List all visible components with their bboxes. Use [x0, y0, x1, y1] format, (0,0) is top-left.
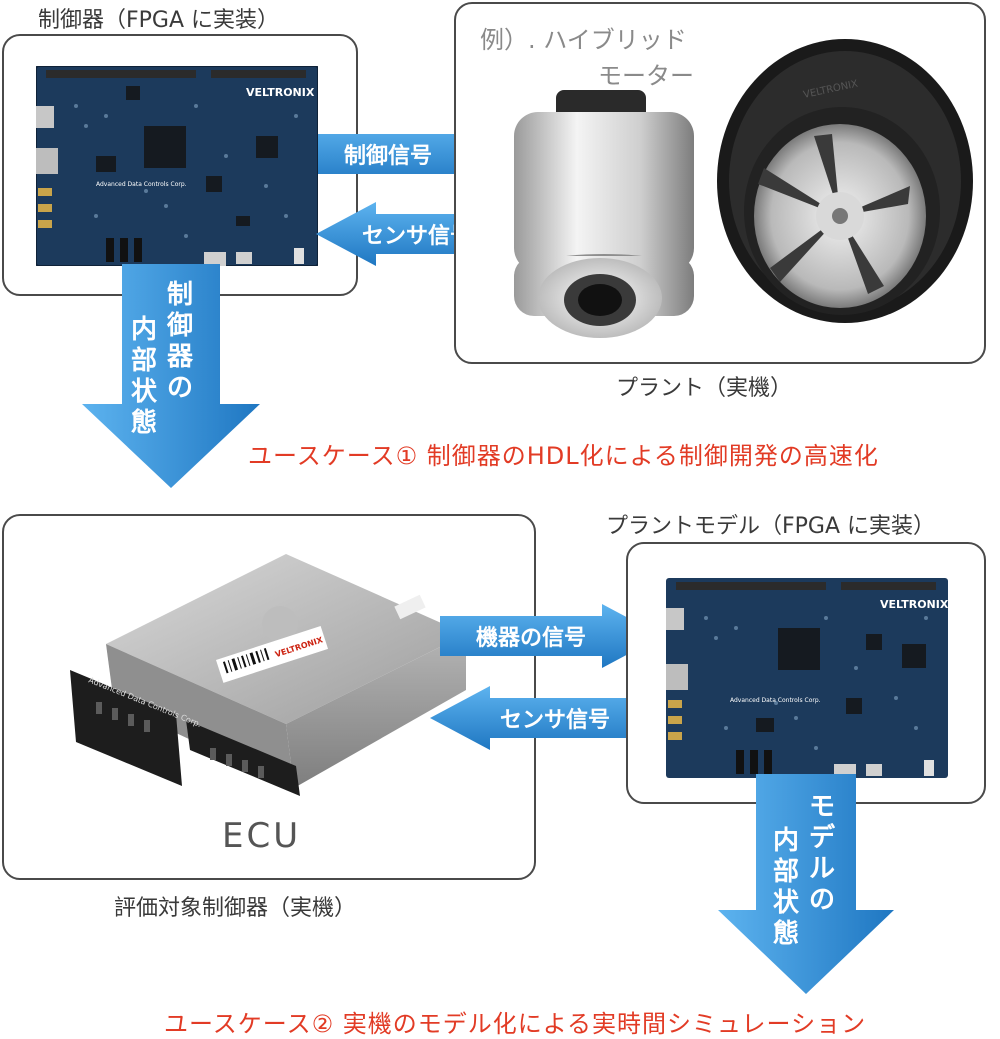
plant-model-title: プラントモデル（FPGA に実装）	[606, 514, 936, 539]
state-char: 状	[772, 888, 799, 918]
plant-example-line2: モーター	[598, 62, 694, 90]
tire-image: VELTRONIX	[714, 36, 976, 326]
state-char: デ	[808, 823, 835, 853]
sensor-signal-arrow-2: センサ信号	[430, 686, 662, 750]
plant-title: プラント（実機）	[616, 376, 793, 401]
state-char: 器	[166, 342, 193, 372]
controller-internal-state-text: 制 御 器 の	[160, 280, 200, 404]
state-char: ル	[808, 854, 835, 884]
usecase1-caption: ユースケース① 制御器のHDL化による制御開発の高速化	[248, 442, 879, 470]
model-internal-state-text: モ デ ル の	[802, 792, 842, 916]
state-char: 制	[166, 280, 193, 310]
state-char: 部	[130, 346, 157, 376]
state-char: 内	[772, 826, 799, 856]
state-char: 部	[772, 857, 799, 887]
fpga-board: VELTRONIX Advanced Data Controls Corp.	[36, 66, 318, 266]
board-brand-adc: Advanced Data Controls Corp.	[96, 181, 187, 188]
state-char: モ	[808, 792, 835, 822]
hybrid-motor-image	[510, 86, 700, 342]
ecu-image: VELTRONIX Advanced Data Controls Corp.	[66, 552, 476, 802]
model-internal-state-arrow	[718, 774, 894, 994]
state-char: の	[808, 885, 835, 915]
sensor-signal-label-2: センサ信号	[500, 707, 610, 733]
control-signal-label: 制御信号	[344, 143, 432, 169]
controller-title: 制御器（FPGA に実装）	[38, 8, 280, 33]
controller-internal-state-arrow	[82, 264, 260, 488]
ecu-label: ECU	[222, 816, 302, 856]
state-char: 状	[130, 377, 157, 407]
plant-board-brand-veltronix: VELTRONIX	[880, 598, 948, 611]
board-brand-veltronix: VELTRONIX	[246, 86, 315, 99]
device-signal-arrow: 機器の信号	[440, 604, 662, 668]
usecase2-caption: ユースケース② 実機のモデル化による実時間シミュレーション	[164, 1010, 867, 1038]
state-char: 御	[166, 311, 193, 341]
state-char: 態	[772, 919, 799, 949]
plant-model-board: VELTRONIX Advanced Data Controls Corp.	[666, 578, 948, 778]
state-char: 内	[130, 315, 157, 345]
plant-example-line1: 例）. ハイブリッド	[480, 26, 687, 54]
sensor-signal-label-1: センサ信号	[362, 223, 472, 249]
model-internal-state-text-2: 内 部 状 態	[766, 826, 806, 950]
state-char: 態	[130, 408, 157, 438]
state-char: の	[166, 373, 193, 403]
device-signal-label: 機器の信号	[476, 625, 586, 651]
controller-internal-state-text-2: 内 部 状 態	[124, 315, 164, 439]
ecu-title: 評価対象制御器（実機）	[114, 896, 357, 921]
plant-board-brand-adc: Advanced Data Controls Corp.	[730, 697, 821, 704]
